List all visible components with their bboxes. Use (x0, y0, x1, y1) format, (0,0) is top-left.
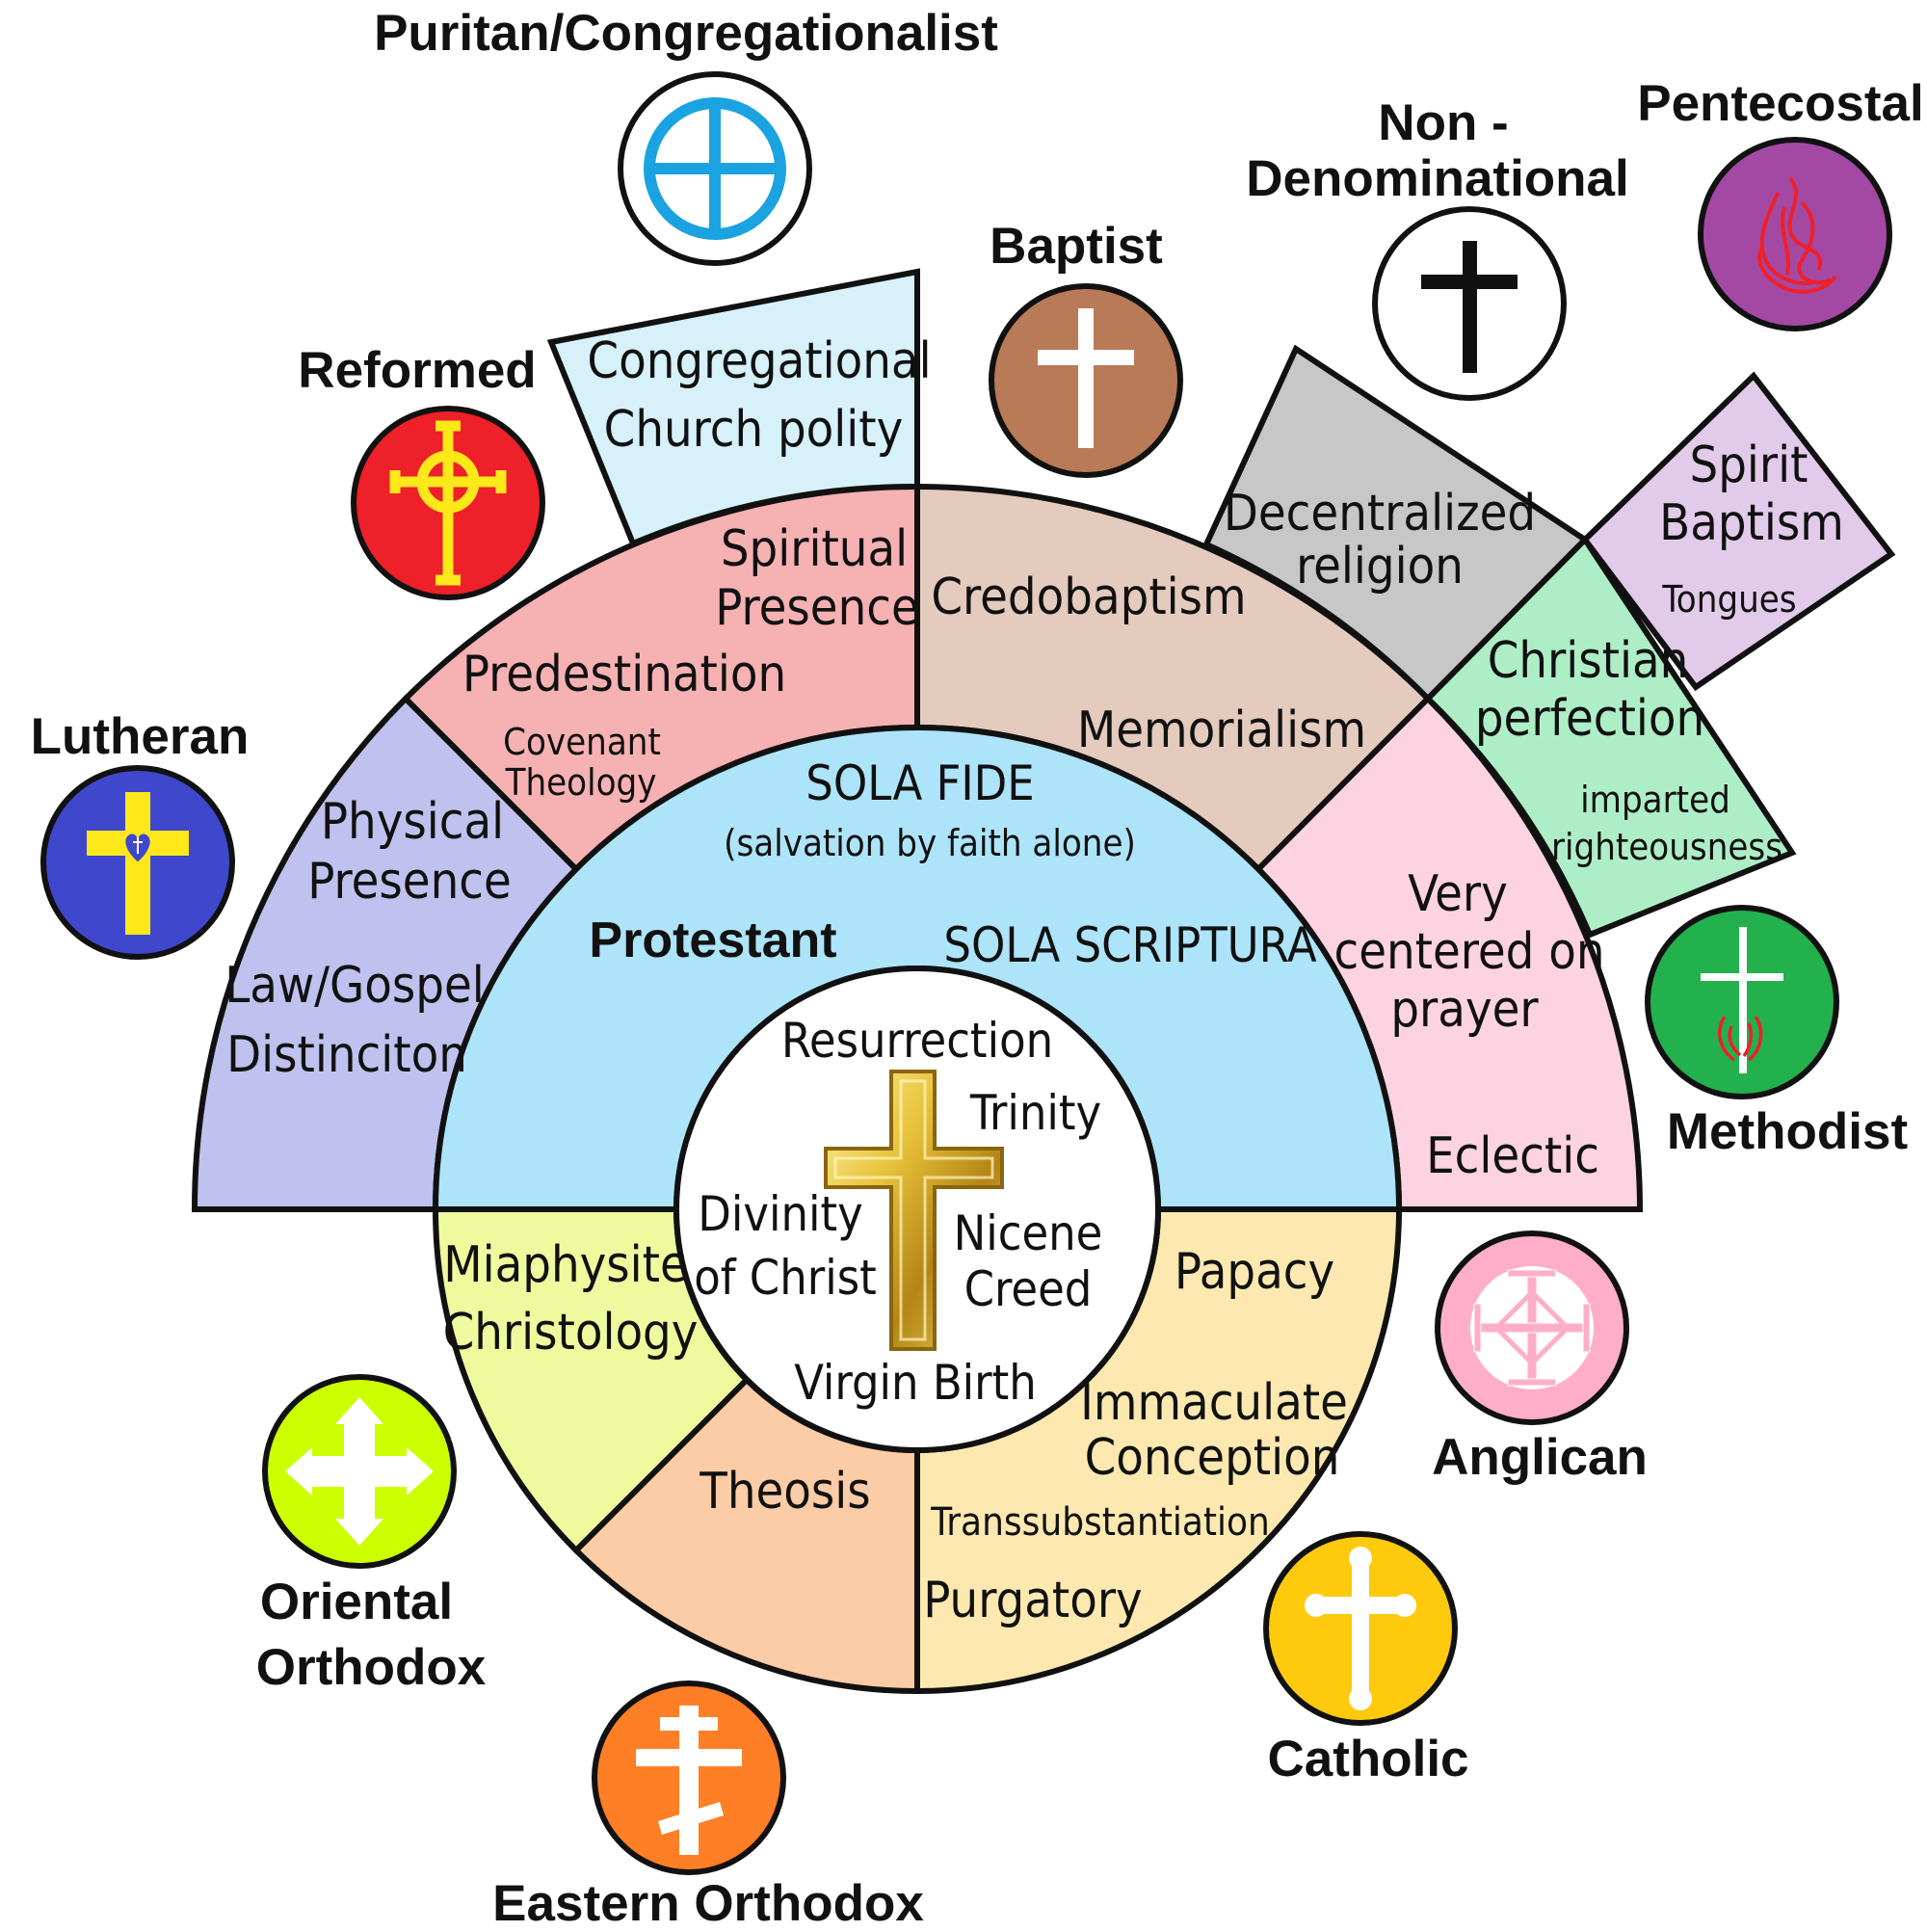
methodist-text-1: Christian (1488, 632, 1689, 690)
doctrine-divinity-line2: of Christ (694, 1250, 877, 1306)
catholic-text-5: Purgatory (923, 1572, 1142, 1629)
label-methodist: Methodist (1667, 1103, 1908, 1160)
latin-cross-icon (1038, 308, 1134, 448)
compass-rose-cross-icon (1470, 1266, 1594, 1389)
gold-cross-icon (824, 1070, 1004, 1351)
emblem-lutheran (40, 765, 235, 960)
catholic-text-2: Immaculate (1080, 1374, 1348, 1432)
emblem-methodist (1645, 905, 1839, 1099)
catholic-text-1: Papacy (1175, 1243, 1334, 1301)
anglican-text-4: Eclectic (1426, 1127, 1599, 1185)
huguenot-cross-icon (389, 420, 507, 586)
reformed-text-5: Theology (505, 761, 657, 804)
luther-rose-cross-icon (87, 792, 189, 935)
label-reformed: Reformed (298, 342, 536, 399)
doctrine-nicene-line1: Nicene (954, 1205, 1103, 1261)
lutheran-text-1: Physical (321, 793, 504, 851)
anglican-text-1: Very (1408, 865, 1508, 923)
core-doctrines: Resurrection Trinity Divinity of Christ … (694, 1013, 1102, 1411)
doctrine-resurrection: Resurrection (781, 1013, 1053, 1069)
label-baptist: Baptist (990, 218, 1163, 275)
lutheran-text-4: Distinciton (226, 1026, 467, 1084)
congregational-text-1: Congregational (587, 332, 931, 390)
sector-pentecostal (1581, 371, 1896, 692)
emblem-catholic (1263, 1531, 1458, 1726)
sector-texts: Physical Presence Law/Gospel Distinciton… (224, 332, 1844, 1629)
label-eastern-orthodox: Eastern Orthodox (492, 1875, 924, 1927)
emblem-eastern-orthodox (592, 1681, 786, 1875)
sola-fide: SOLA FIDE (805, 755, 1034, 811)
coptic-cross-icon (285, 1397, 434, 1546)
celtic-cross-icon (644, 97, 786, 240)
label-oriental-1: Oriental (260, 1574, 453, 1630)
label-puritan: Puritan/Congregationalist (374, 5, 998, 62)
emblem-puritan (618, 71, 812, 266)
nondenominational-text-1: Decentralized (1224, 485, 1536, 543)
anglican-text-2: centered on (1334, 923, 1605, 981)
label-lutheran: Lutheran (31, 708, 250, 765)
sola-fide-subtitle: (salvation by faith alone) (724, 822, 1136, 864)
outer-ring (191, 268, 1896, 1695)
label-anglican: Anglican (1432, 1429, 1648, 1486)
doctrine-divinity-line1: Divinity (698, 1186, 863, 1242)
baptist-text-2: Memorialism (1077, 701, 1366, 759)
nondenominational-text-2: religion (1296, 538, 1464, 595)
reformed-text-1: Spiritual (721, 520, 908, 578)
emblem-nondenominational (1372, 206, 1567, 401)
label-catholic: Catholic (1267, 1731, 1468, 1787)
denomination-labels: Puritan/Congregationalist Reformed Luthe… (31, 5, 1924, 1932)
pentecostal-text-3: Tongues (1661, 578, 1796, 621)
flame-icon (1757, 176, 1837, 294)
pentecostal-text-2: Baptism (1659, 494, 1844, 552)
miaphysite-text-1: Miaphysite (443, 1236, 688, 1294)
black-cross-icon (1421, 241, 1518, 373)
label-oriental-2: Orthodox (256, 1639, 487, 1696)
protestant-title: Protestant (589, 913, 836, 968)
pentecostal-text-1: Spirit (1690, 437, 1808, 494)
cross-and-flame-icon (1701, 927, 1783, 1073)
protestant-texts: SOLA FIDE (salvation by faith alone) Pro… (589, 755, 1316, 973)
baptist-text-1: Credobaptism (931, 569, 1246, 626)
doctrine-nicene-line2: Creed (964, 1261, 1093, 1317)
sector-methodist (1423, 535, 1797, 939)
doctrine-virgin-birth: Virgin Birth (794, 1355, 1037, 1411)
orthodox-cross-icon (636, 1706, 742, 1855)
lutheran-text-2: Presence (307, 853, 512, 911)
methodist-text-4: righteousness (1551, 826, 1782, 868)
reformed-text-2: Presence (715, 579, 919, 637)
catholic-text-3: Conception (1085, 1429, 1340, 1487)
anglican-text-3: prayer (1390, 981, 1539, 1039)
methodist-text-2: perfection (1475, 690, 1704, 748)
reformed-text-3: Predestination (462, 646, 786, 703)
budded-cross-icon (1305, 1547, 1416, 1710)
miaphysite-text-2: Christology (443, 1304, 699, 1362)
methodist-text-3: imparted (1580, 779, 1730, 821)
theosis-text: Theosis (699, 1463, 870, 1521)
label-pentecostal: Pentecostal (1637, 75, 1924, 132)
emblem-pentecostal (1698, 137, 1892, 331)
label-nondenominational-2: Denominational (1246, 150, 1629, 207)
emblem-baptist (989, 283, 1183, 478)
congregational-text-2: Church polity (604, 401, 904, 459)
emblem-anglican (1435, 1231, 1629, 1425)
lutheran-text-3: Law/Gospel (224, 957, 485, 1015)
sola-scriptura: SOLA SCRIPTURA (943, 917, 1316, 973)
emblem-reformed (351, 406, 545, 600)
doctrine-trinity: Trinity (969, 1085, 1101, 1141)
emblem-oriental-orthodox (262, 1374, 457, 1569)
catholic-text-4: Transsubstantiation (930, 1500, 1270, 1545)
reformed-text-4: Covenant (503, 721, 661, 763)
label-nondenominational-1: Non - (1378, 94, 1508, 151)
